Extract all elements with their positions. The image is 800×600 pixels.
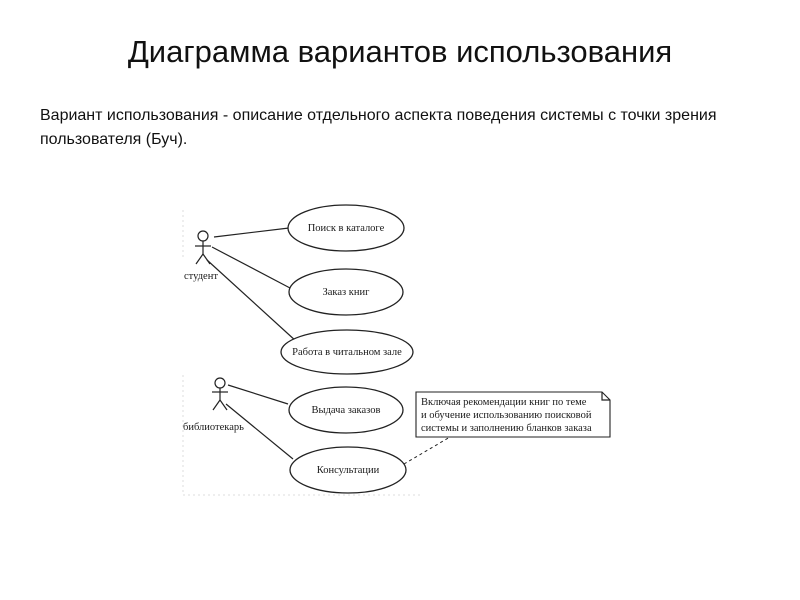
use-case-reading-room: Работа в читальном зале — [280, 329, 414, 375]
use-case-order-issue-label: Выдача заказов — [312, 405, 381, 416]
use-case-catalog-search-label: Поиск в каталоге — [308, 223, 385, 234]
librarian-leg-right — [219, 399, 228, 411]
assoc-student-reading-room — [206, 259, 298, 343]
use-case-order-issue-shape — [288, 386, 404, 434]
librarian-leg-left — [212, 399, 221, 411]
note-line-3: системы и заполнению бланков заказа — [421, 423, 592, 434]
use-case-catalog-search-shape — [287, 204, 405, 252]
assoc-student-book-order — [211, 246, 291, 289]
actor-librarian-label: библиотекарь — [183, 422, 244, 433]
note-box-shape — [415, 391, 611, 438]
librarian-head — [214, 377, 226, 389]
note-line-1: Включая рекомендации книг по теме — [421, 397, 587, 408]
use-case-consultations-label: Консультации — [317, 465, 380, 476]
student-leg-left — [195, 253, 204, 265]
assoc-student-catalog-search — [213, 227, 290, 238]
assoc-librarian-order-issue — [227, 384, 289, 405]
student-head — [197, 230, 209, 242]
actor-student-label: студент — [184, 271, 218, 282]
note-box-fold — [601, 392, 610, 401]
note-line-2: и обучение использованию поисковой — [421, 410, 592, 421]
use-case-book-order: Заказ книг — [288, 268, 404, 316]
slide-title: Диаграмма вариантов использования — [127, 34, 673, 69]
note-box: Включая рекомендации книг по теме и обуч… — [415, 391, 611, 438]
slide-text: Вариант использования - описание отдельн… — [40, 107, 717, 148]
use-case-reading-room-shape — [280, 329, 414, 375]
use-case-reading-room-label: Работа в читальном зале — [292, 347, 402, 358]
actor-student: студент — [184, 230, 218, 282]
note-anchor-line — [403, 436, 451, 465]
use-case-consultations: Консультации — [289, 446, 407, 494]
use-case-catalog-search: Поиск в каталоге — [287, 204, 405, 252]
actor-librarian: библиотекарь — [183, 377, 244, 433]
use-case-order-issue: Выдача заказов — [288, 386, 404, 434]
use-case-book-order-shape — [288, 268, 404, 316]
assoc-librarian-consultations — [225, 403, 294, 460]
use-case-book-order-label: Заказ книг — [323, 287, 371, 298]
use-case-consultations-shape — [289, 446, 407, 494]
